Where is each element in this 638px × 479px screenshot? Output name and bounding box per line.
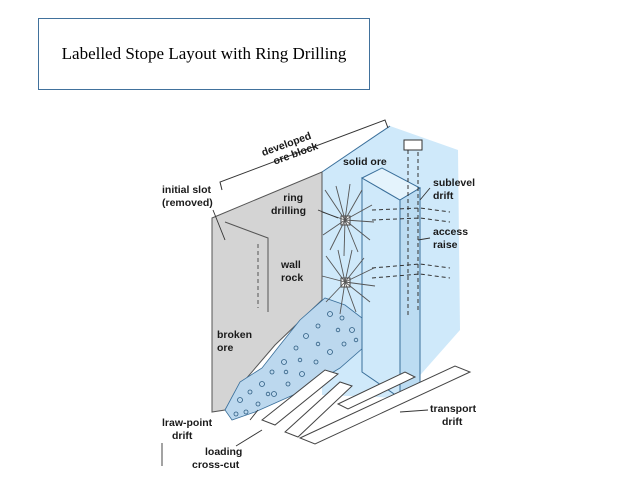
label-sublevel-drift: sublevel drift [433, 177, 478, 202]
slide-title: Labelled Stope Layout with Ring Drilling [61, 44, 347, 63]
label-initial-slot: initial slot (removed) [162, 184, 214, 209]
wall-rock-panel [211, 171, 323, 413]
developed-ore-block-bracket [219, 119, 389, 191]
solid-ore-pillar-side [399, 187, 421, 399]
label-wall-rock: wall rock [280, 259, 304, 284]
slot-inner-line [224, 221, 269, 312]
access-raise [407, 145, 419, 318]
label-solid-ore: solid ore [343, 156, 387, 168]
solid-ore-pillar-front [361, 177, 401, 399]
label-draw-point-drift: lraw-point drift [162, 417, 215, 442]
title-box: Labelled Stope Layout with Ring Drilling [38, 18, 370, 90]
raise-top [403, 139, 423, 151]
ring-drilling-lower [321, 249, 376, 315]
label-loading-cross-cut: loading cross-cut [192, 446, 245, 471]
leader-lines [161, 187, 431, 466]
transport-drift [261, 365, 472, 445]
label-broken-ore: broken ore [217, 329, 255, 354]
label-ring-drilling: ring drilling [271, 192, 306, 217]
sublevel-drifts [371, 207, 451, 279]
ore-top-edge [321, 125, 391, 173]
broken-ore-pebbles [233, 311, 359, 417]
label-access-raise: access raise [433, 226, 471, 251]
label-transport-drift: transport drift [430, 403, 479, 428]
ring-drilling-upper [321, 183, 375, 257]
